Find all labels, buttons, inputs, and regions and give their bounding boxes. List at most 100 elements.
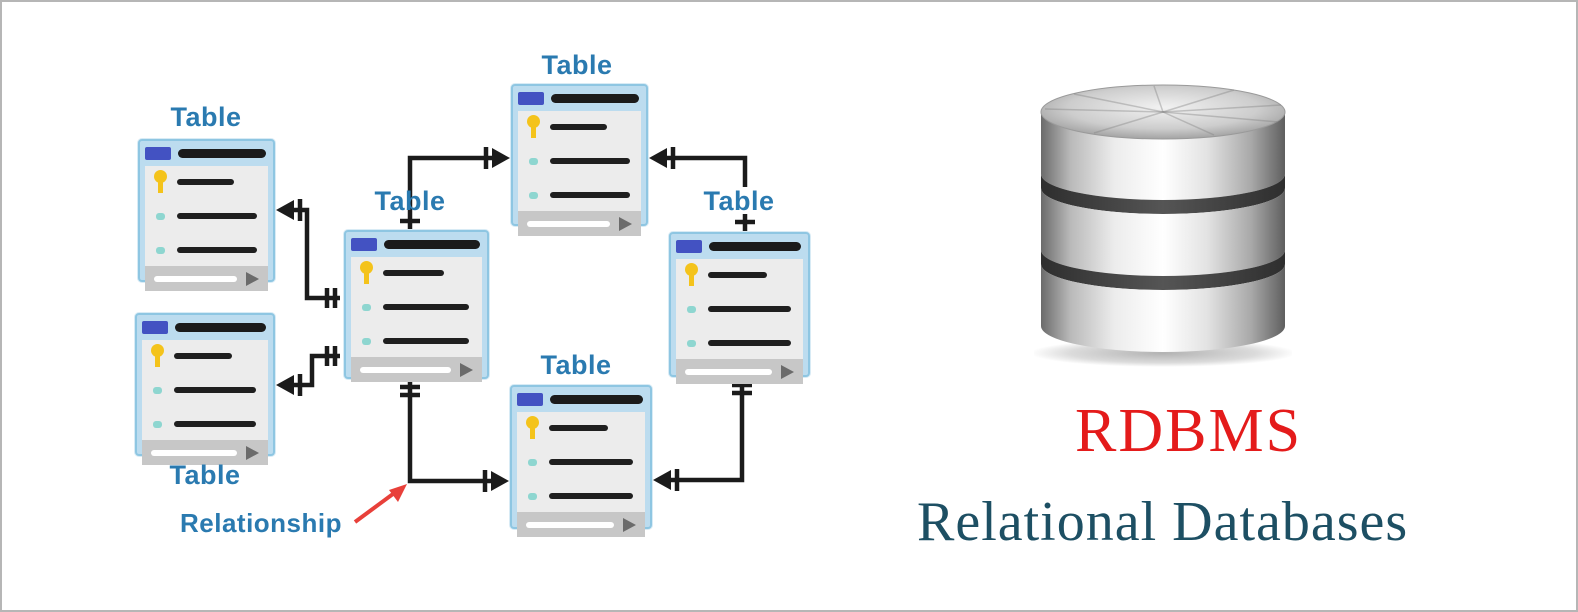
field-dot-icon xyxy=(526,484,539,508)
field-row xyxy=(527,115,632,139)
field-row xyxy=(151,344,259,368)
field-line xyxy=(550,158,630,164)
field-dot-icon xyxy=(154,204,167,228)
field-line xyxy=(174,353,233,359)
cylinder-disc xyxy=(1041,264,1285,352)
key-icon xyxy=(526,416,539,440)
table-label-bottom-center: Table xyxy=(540,350,612,380)
play-icon xyxy=(460,362,473,377)
cylinder-disc xyxy=(1041,188,1285,276)
field-dot-icon xyxy=(154,238,167,262)
field-line xyxy=(550,124,607,130)
field-dot-icon xyxy=(526,450,539,474)
table-label-top-center: Table xyxy=(541,50,613,80)
title-chip-icon xyxy=(351,238,377,251)
title-bar-line xyxy=(384,240,480,249)
table-titlebar xyxy=(676,234,803,259)
table-titlebar xyxy=(351,232,482,257)
arrowhead-icon xyxy=(653,470,671,490)
field-row xyxy=(685,263,794,287)
table-label-right: Table xyxy=(703,186,775,216)
table-body xyxy=(145,166,268,266)
field-row xyxy=(527,183,632,207)
table-footer xyxy=(517,512,645,537)
double-tick-icon xyxy=(400,384,420,398)
field-dot-icon xyxy=(527,183,540,207)
cylinder-gap xyxy=(1041,250,1285,290)
database-cylinder-icon xyxy=(1034,84,1292,367)
connector-topcenter-right xyxy=(649,147,755,231)
field-line xyxy=(708,340,791,346)
relationship-arrow-icon xyxy=(353,484,407,524)
play-icon xyxy=(781,364,794,379)
field-dot-icon xyxy=(685,297,698,321)
field-line xyxy=(383,304,469,310)
double-tick-icon xyxy=(732,382,752,396)
field-line xyxy=(174,387,257,393)
table-widget-right xyxy=(669,232,810,384)
table-body xyxy=(142,340,268,440)
cylinder-gap xyxy=(1041,174,1285,214)
connector-center-bottomcenter xyxy=(400,379,509,492)
field-line xyxy=(177,179,234,185)
field-row xyxy=(360,261,473,285)
table-label-bottom-left: Table xyxy=(169,460,241,490)
table-body xyxy=(517,412,645,512)
title-bar-line xyxy=(709,242,801,251)
arrowhead-icon xyxy=(491,471,509,491)
table-label-center: Table xyxy=(374,186,446,216)
arrowhead-icon xyxy=(276,200,294,220)
key-icon xyxy=(151,344,164,368)
field-row xyxy=(526,416,636,440)
field-row xyxy=(154,204,259,228)
table-body xyxy=(676,259,803,359)
field-line xyxy=(708,272,767,278)
title-bar-line xyxy=(175,323,266,332)
table-body xyxy=(351,257,482,357)
title-chip-icon xyxy=(518,92,544,105)
field-row xyxy=(154,238,259,262)
field-row xyxy=(685,331,794,355)
arrowhead-icon xyxy=(492,148,510,168)
field-line xyxy=(174,421,257,427)
field-dot-icon xyxy=(685,331,698,355)
arrowhead-icon xyxy=(276,375,294,395)
field-row xyxy=(151,412,259,436)
key-icon xyxy=(527,115,540,139)
table-widget-top-left xyxy=(138,139,275,291)
table-footer xyxy=(145,266,268,291)
title-bar-line xyxy=(178,149,266,158)
field-row xyxy=(154,170,259,194)
table-titlebar xyxy=(145,141,268,166)
table-footer xyxy=(676,359,803,384)
field-line xyxy=(383,270,445,276)
relationship-label: Relationship xyxy=(179,508,343,538)
key-icon xyxy=(154,170,167,194)
table-titlebar xyxy=(517,387,645,412)
field-row xyxy=(527,149,632,173)
field-line xyxy=(550,192,630,198)
field-dot-icon xyxy=(151,378,164,402)
rdbms-title: RDBMS xyxy=(1075,397,1303,465)
key-icon xyxy=(685,263,698,287)
field-line xyxy=(177,247,257,253)
play-icon xyxy=(246,271,259,286)
play-icon xyxy=(619,216,632,231)
title-chip-icon xyxy=(517,393,543,406)
table-widget-bottom-left xyxy=(135,313,275,465)
rdbms-subtitle: Relational Databases xyxy=(917,491,1409,553)
field-dot-icon xyxy=(527,149,540,173)
footer-line xyxy=(526,521,614,528)
table-widget-center xyxy=(344,230,489,382)
play-icon xyxy=(246,445,259,460)
title-chip-icon xyxy=(142,321,168,334)
field-row xyxy=(360,295,473,319)
table-footer xyxy=(142,440,268,465)
footer-line xyxy=(360,366,451,373)
title-chip-icon xyxy=(145,147,171,160)
footer-line xyxy=(151,449,237,456)
connector-bottomleft-center xyxy=(276,346,340,396)
field-row xyxy=(360,329,473,353)
